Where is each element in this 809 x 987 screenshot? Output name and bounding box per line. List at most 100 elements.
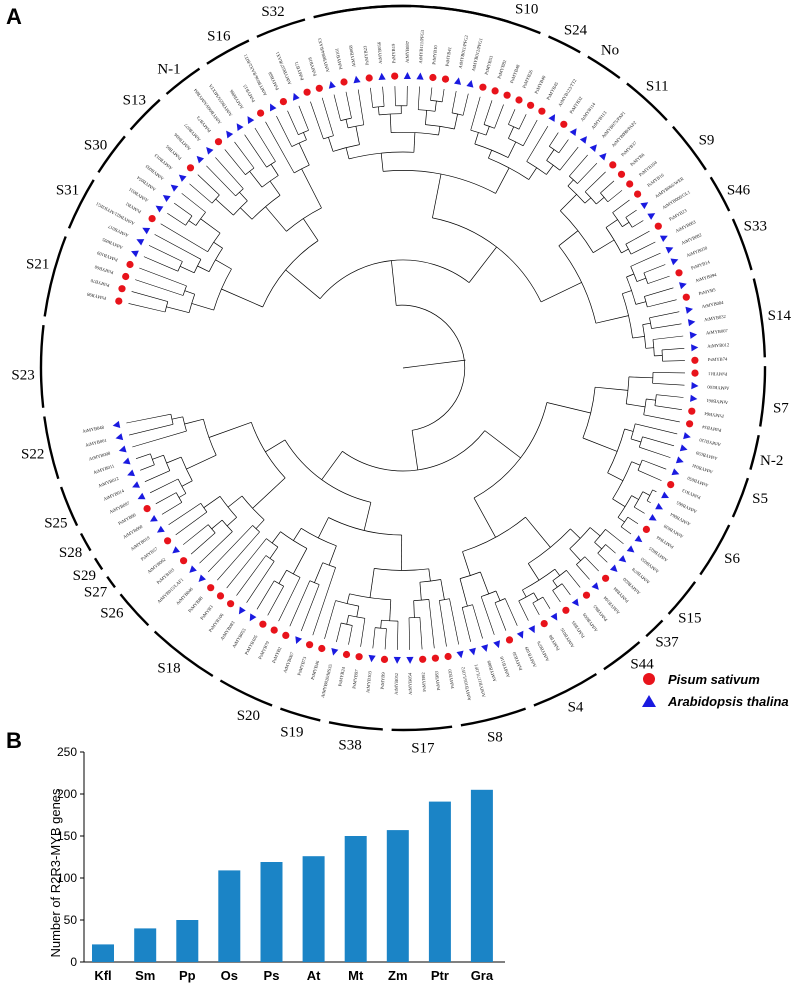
clade-label: S29 — [73, 568, 96, 584]
leaf-marker-pisum — [688, 407, 696, 415]
x-tick-label: Zm — [388, 968, 408, 983]
clade-arc — [672, 125, 707, 171]
leaf-marker-arabidopsis — [690, 394, 698, 402]
tree-branch — [270, 164, 279, 176]
tree-branch — [135, 453, 151, 459]
leaf-marker-pisum — [431, 654, 439, 662]
tree-branch — [278, 570, 287, 584]
clade-label: S28 — [59, 545, 82, 561]
leaf-marker-pisum — [207, 584, 215, 592]
legend-marker-arabidopsis — [642, 695, 656, 707]
tree-branch — [419, 617, 423, 650]
leaf-marker-arabidopsis — [569, 128, 577, 137]
clade-label: N-1 — [157, 62, 180, 78]
leaf-marker-arabidopsis — [679, 444, 688, 452]
tree-branch — [301, 528, 337, 547]
leaf-label: AtMYB011/PFG2 — [458, 34, 469, 69]
leaf-label: PsMYB79 — [257, 640, 270, 660]
leaf-marker-pisum — [540, 620, 548, 628]
tree-branch — [345, 119, 349, 128]
tree-branch — [428, 599, 435, 649]
tree-branch — [630, 423, 636, 440]
tree-branch — [206, 165, 236, 197]
tree-branch — [132, 430, 187, 448]
tree-branch — [622, 222, 630, 227]
tree-branch — [542, 596, 551, 609]
bar-ps — [260, 862, 283, 962]
leaf-marker-arabidopsis — [137, 492, 146, 500]
leaf-marker-arabidopsis — [691, 382, 699, 390]
tree-branch — [336, 622, 342, 643]
leaf-label: PsMYB73 — [195, 115, 212, 134]
tree-branch — [472, 604, 483, 639]
leaf-label: AtMYB094 — [695, 272, 718, 283]
leaf-marker-arabidopsis — [665, 247, 674, 254]
leaf-label: AtMYB087 — [405, 40, 410, 63]
tree-branch — [532, 602, 540, 616]
leaf-marker-arabidopsis — [591, 582, 599, 590]
bar-gra — [470, 789, 493, 962]
tree-branch — [254, 127, 276, 162]
leaf-label: AtMYB083 — [219, 620, 236, 642]
bar-pp — [176, 920, 199, 962]
tree-branch — [181, 480, 193, 487]
leaf-marker-arabidopsis — [670, 258, 679, 266]
tree-branch — [314, 562, 324, 583]
tree-branch — [167, 213, 186, 226]
tree-branch — [522, 119, 538, 146]
leaf-marker-pisum — [419, 655, 427, 663]
tree-branch — [348, 625, 353, 645]
clade-label: S20 — [237, 708, 260, 724]
tree-branch — [432, 174, 442, 218]
clade-arc — [587, 55, 621, 80]
leaf-label: PsMYB53 — [484, 55, 494, 76]
leaf-marker-pisum — [682, 293, 690, 301]
tree-branch — [567, 179, 574, 187]
tree-branch — [637, 459, 643, 471]
leaf-marker-arabidopsis — [416, 72, 424, 80]
tree-branch — [645, 347, 654, 349]
tree-branch — [642, 324, 647, 349]
leaf-label: PsMYB85 — [570, 619, 585, 638]
leaf-label: AtMYB082 — [680, 232, 703, 246]
tree-branch — [131, 291, 168, 302]
tree-branch — [649, 311, 680, 319]
tree-branch — [644, 296, 648, 308]
tree-branch — [552, 590, 561, 603]
tree-branch — [652, 489, 657, 493]
leaf-marker-arabidopsis — [685, 306, 694, 314]
tree-branch — [278, 577, 301, 622]
tree-branch — [211, 194, 220, 204]
tree-branch — [135, 279, 184, 296]
leaf-marker-pisum — [667, 481, 675, 489]
clade-arc — [313, 7, 361, 19]
tree-branch — [397, 621, 399, 650]
tree-branch — [642, 436, 675, 447]
leaf-marker-arabidopsis — [456, 650, 464, 659]
leaf-label: PsMYB82 — [496, 59, 507, 80]
leaf-marker-pisum — [186, 164, 195, 172]
tree-branch — [160, 223, 208, 252]
tree-branch — [239, 191, 248, 202]
leaf-label: AtMYB017 — [107, 224, 130, 238]
tree-branch — [181, 193, 206, 213]
tree-branch — [632, 220, 644, 228]
leaf-marker-pisum — [342, 650, 351, 659]
leaf-marker-arabidopsis — [466, 80, 474, 88]
legend-label-arabidopsis: Arabidopsis thalina — [667, 694, 789, 709]
leaf-marker-pisum — [259, 620, 267, 628]
leaf-marker-arabidopsis — [132, 481, 140, 488]
leaf-label: AtMYB019 — [130, 535, 152, 552]
x-tick-label: Sm — [135, 968, 155, 983]
leaf-label: AtMYB086 — [228, 88, 244, 110]
leaf-label: PsMYB73 — [296, 655, 307, 676]
leaf-marker-pisum — [340, 78, 348, 86]
leaf-marker-arabidopsis — [206, 147, 214, 155]
leaf-marker-arabidopsis — [406, 656, 414, 664]
clade-label: S17 — [411, 741, 435, 757]
tree-branch — [163, 455, 171, 471]
tree-branch — [252, 477, 286, 509]
leaf-marker-arabidopsis — [453, 77, 462, 85]
tree-branch — [256, 580, 275, 610]
leaf-label: AtMYB056 — [376, 41, 383, 64]
